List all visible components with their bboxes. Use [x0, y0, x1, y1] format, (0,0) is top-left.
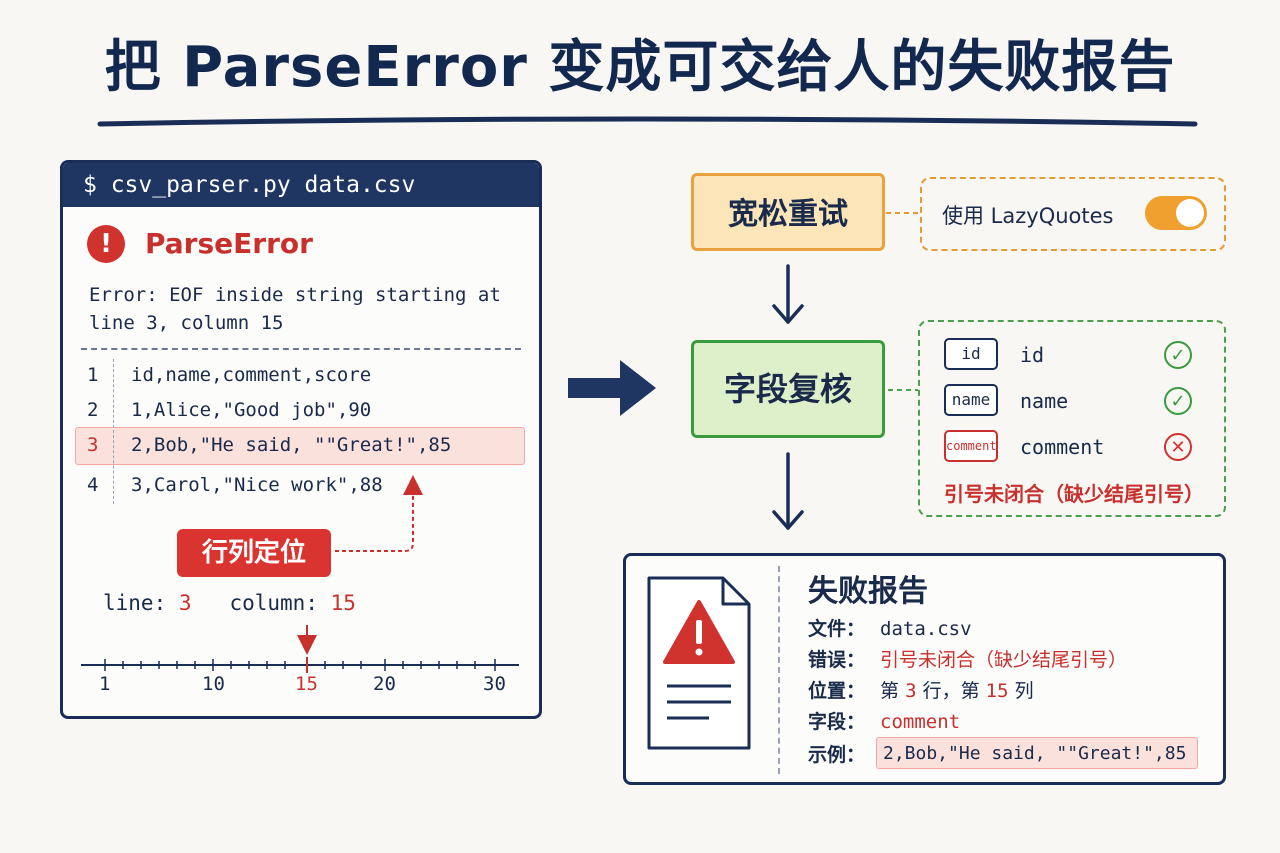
line-value: 3 — [178, 591, 192, 615]
report-label: 字段： — [808, 711, 866, 733]
lazy-quotes-panel — [920, 177, 1226, 251]
line-label: line: — [103, 591, 167, 615]
error-row-highlight — [75, 427, 525, 465]
report-label: 错误： — [808, 649, 866, 671]
pos-col: 15 — [985, 680, 1009, 702]
code-text: 2,Bob,"He said, ""Great!",85 — [131, 434, 452, 456]
lazy-quotes-toggle[interactable] — [1145, 196, 1207, 230]
ruler-label: 10 — [202, 673, 225, 695]
report-label: 示例： — [808, 744, 866, 766]
report-document-icon — [647, 576, 751, 750]
report-file-row: 文件： data.csv — [808, 614, 972, 641]
code-row: 1 id,name,comment,score — [63, 357, 539, 393]
ruler-ticks — [104, 657, 496, 673]
location-readout: line: 3 column: 15 — [103, 591, 356, 615]
toggle-knob — [1176, 199, 1204, 227]
pos-text: 行，第 — [922, 680, 980, 702]
terminal-panel: $ csv_parser.py data.csv ! ParseError Er… — [60, 160, 542, 719]
field-check-panel — [918, 320, 1226, 517]
line-number: 2 — [87, 399, 99, 421]
report-value: comment — [880, 711, 961, 733]
code-text: 3,Carol,"Nice work",88 — [131, 474, 383, 496]
report-field-row: 字段： comment — [808, 707, 960, 734]
field-name: id — [1020, 343, 1045, 367]
ruler-label: 20 — [373, 673, 396, 695]
locate-badge: 行列定位 — [177, 529, 331, 577]
report-value: 引号未闭合（缺少结尾引号） — [880, 649, 1128, 671]
report-title: 失败报告 — [808, 574, 928, 609]
pos-text: 第 — [880, 680, 900, 702]
line-number: 3 — [87, 434, 99, 456]
pos-line: 3 — [905, 680, 917, 702]
report-error-row: 错误： 引号未闭合（缺少结尾引号） — [808, 645, 1127, 672]
report-example-row: 示例： — [808, 740, 880, 767]
error-title: ParseError — [145, 227, 313, 260]
report-example-value: 2,Bob,"He said, ""Great!",85 — [876, 737, 1198, 769]
column-label: column: — [229, 591, 318, 615]
field-tag: name — [944, 384, 998, 416]
check-fail-icon: ✕ — [1164, 433, 1192, 461]
divider — [81, 348, 521, 350]
ruler-label: 1 — [99, 673, 111, 695]
report-value: data.csv — [880, 618, 972, 640]
arrow-down-2-head — [772, 510, 804, 530]
report-divider — [778, 566, 780, 774]
field-name: name — [1020, 389, 1069, 413]
ruler-label-marked: 15 — [295, 673, 318, 695]
check-ok-icon: ✓ — [1164, 387, 1192, 415]
lazy-quotes-label: 使用 LazyQuotes — [942, 204, 1114, 228]
main-arrow-icon — [568, 360, 656, 416]
line-number: 4 — [87, 474, 99, 496]
error-icon: ! — [87, 225, 125, 263]
field-error-text: 引号未闭合（缺少结尾引号） — [944, 482, 1204, 506]
code-text: id,name,comment,score — [131, 364, 372, 386]
ruler-label: 30 — [483, 673, 506, 695]
arrow-down-1-head — [772, 304, 804, 324]
title-underline — [97, 116, 1198, 127]
check-ok-icon: ✓ — [1164, 341, 1192, 369]
gutter-line — [113, 359, 114, 504]
field-review-box: 字段复核 — [691, 340, 885, 438]
field-tag: id — [944, 338, 998, 370]
page-title: 把 ParseError 变成可交给人的失败报告 — [104, 35, 1176, 100]
code-row: 4 3,Carol,"Nice work",88 — [63, 467, 539, 503]
field-name: comment — [1020, 435, 1105, 459]
report-position-row: 位置： 第 3 行，第 15 列 — [808, 676, 1034, 703]
locate-arrow-icon — [335, 475, 423, 552]
line-number: 1 — [87, 364, 99, 386]
report-label: 位置： — [808, 680, 866, 702]
report-label: 文件： — [808, 618, 866, 640]
locate-pointer — [81, 475, 519, 673]
code-row-error: 3 2,Bob,"He said, ""Great!",85 — [63, 427, 539, 463]
pos-text: 列 — [1014, 680, 1034, 702]
lenient-retry-box: 宽松重试 — [691, 173, 885, 251]
code-row: 2 1,Alice,"Good job",90 — [63, 392, 539, 428]
terminal-command: $ csv_parser.py data.csv — [63, 163, 539, 207]
column-value: 15 — [330, 591, 356, 615]
code-text: 1,Alice,"Good job",90 — [131, 399, 372, 421]
error-message: Error: EOF inside string starting at lin… — [89, 284, 501, 334]
field-tag-error: comment — [944, 430, 998, 462]
